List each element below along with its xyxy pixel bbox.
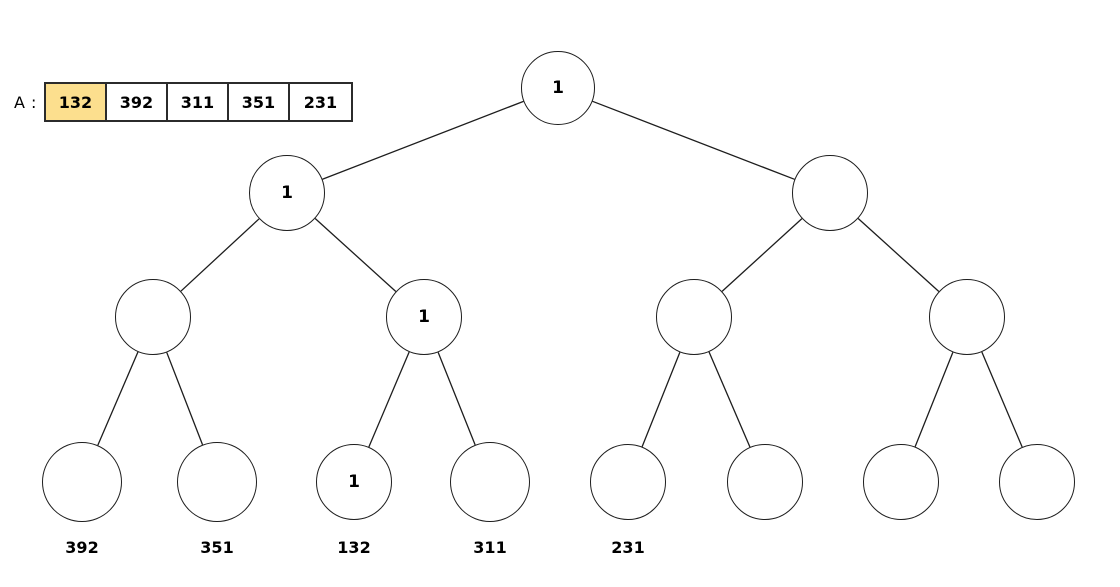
tree-node-n-ll[interactable] <box>115 279 191 355</box>
tree-node-n-r[interactable] <box>792 155 868 231</box>
leaf-label-leaf-3: 132 <box>337 538 371 557</box>
tree-edge-n-rr-leaf-7 <box>914 352 954 447</box>
tree-node-leaf-2[interactable] <box>177 442 257 522</box>
tree-node-n-l[interactable]: 1 <box>249 155 325 231</box>
tree-node-leaf-5[interactable] <box>590 444 666 520</box>
tree-node-leaf-7[interactable] <box>863 444 939 520</box>
leaf-label-leaf-5: 231 <box>611 538 645 557</box>
tree-node-n-rr[interactable] <box>929 279 1005 355</box>
tree-edge-n-ll-leaf-1 <box>97 351 139 446</box>
tree-edge-n-l-n-lr <box>314 218 397 292</box>
tree-edge-n-ll-leaf-2 <box>166 352 204 445</box>
tree-node-root[interactable]: 1 <box>521 51 595 125</box>
tree-node-value: 1 <box>281 182 293 203</box>
tree-node-n-rl[interactable] <box>656 279 732 355</box>
tree-node-n-lr[interactable]: 1 <box>386 279 462 355</box>
tree-edge-n-rl-leaf-5 <box>641 352 681 447</box>
tree-node-leaf-3[interactable]: 1 <box>316 444 392 520</box>
tree-node-value: 1 <box>552 77 564 98</box>
tree-edge-n-lr-leaf-4 <box>437 352 476 446</box>
tree-node-leaf-4[interactable] <box>450 442 530 522</box>
array-cell-1[interactable]: 392 <box>106 84 168 120</box>
array-cell-2[interactable]: 311 <box>167 84 229 120</box>
tree-node-leaf-6[interactable] <box>727 444 803 520</box>
tree-edge-n-rr-leaf-8 <box>981 351 1023 448</box>
leaf-label-leaf-4: 311 <box>473 538 507 557</box>
tree-edge-n-r-n-rl <box>721 218 803 292</box>
array-name-label: A : <box>14 92 37 112</box>
tree-edge-n-lr-leaf-3 <box>368 351 410 448</box>
array-cell-4[interactable]: 231 <box>289 84 351 120</box>
tree-node-leaf-8[interactable] <box>999 444 1075 520</box>
tree-edge-root-n-r <box>592 100 795 180</box>
leaf-label-leaf-2: 351 <box>200 538 234 557</box>
array-cell-3[interactable]: 351 <box>228 84 290 120</box>
tree-edge-n-r-n-rr <box>857 218 940 292</box>
tree-node-value: 1 <box>418 306 430 327</box>
leaf-label-leaf-1: 392 <box>65 538 99 557</box>
tree-edge-n-l-n-ll <box>180 218 260 292</box>
array-cell-0[interactable]: 132 <box>45 84 107 120</box>
tree-edge-n-rl-leaf-6 <box>708 351 751 448</box>
tree-node-value: 1 <box>348 471 360 492</box>
tree-node-leaf-1[interactable] <box>42 442 122 522</box>
